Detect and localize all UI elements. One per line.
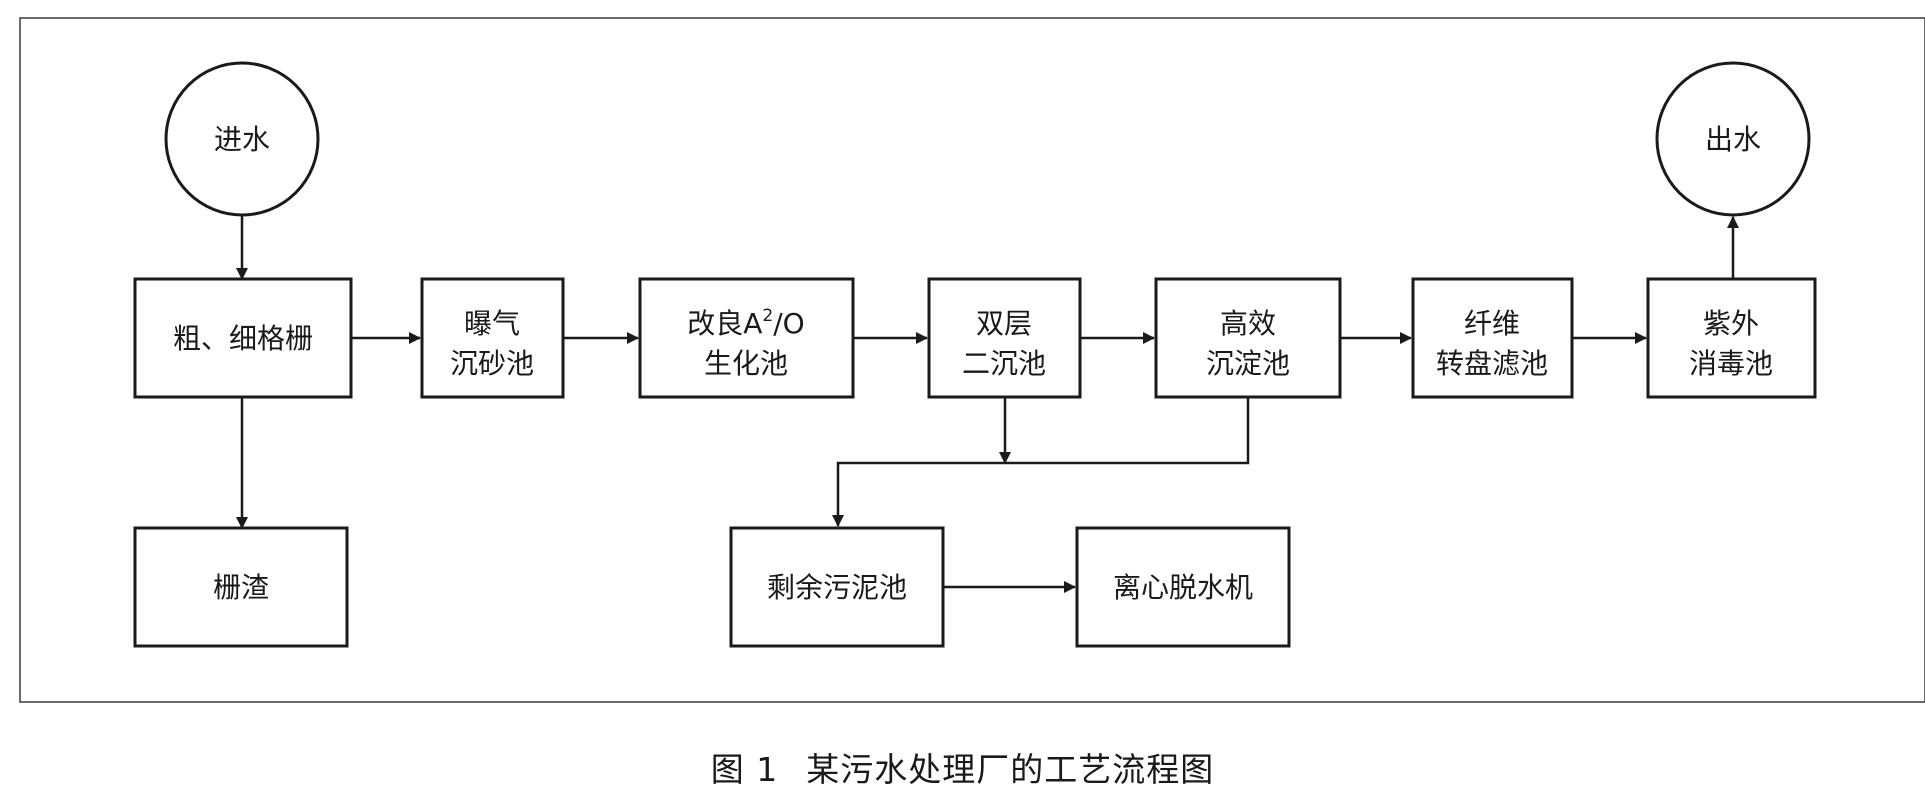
screenings-box [133, 526, 349, 648]
high-efficiency-settler-box [1154, 277, 1342, 399]
inlet-label: 进水 [214, 123, 270, 156]
disc-filter-label-line1: 纤维 [1464, 307, 1520, 340]
disc-filter-box [1411, 277, 1574, 399]
a2o-prefix: 改良A [687, 307, 762, 340]
high-efficiency-settler-label-line1: 高效 [1220, 307, 1276, 340]
figure-title: 某污水处理厂的工艺流程图 [806, 750, 1215, 789]
grit-chamber-label-line1: 曝气 [464, 307, 520, 340]
high-efficiency-settler-label-line2: 沉淀池 [1206, 347, 1290, 380]
a2o-suffix: /O [773, 307, 804, 340]
outlet-circle [1655, 61, 1811, 217]
grit-chamber-box [420, 277, 565, 399]
disc-filter-label-line2: 转盘滤池 [1436, 347, 1548, 380]
screenings-label: 栅渣 [213, 571, 269, 604]
excess-sludge-tank-box [729, 526, 945, 648]
uv-disinfection-label-line2: 消毒池 [1689, 347, 1773, 380]
uv-disinfection-box [1646, 277, 1817, 399]
a2o-bioreactor-label-line1: 改良A2/O [687, 306, 804, 340]
screen-box [133, 277, 353, 399]
a2o-superscript: 2 [762, 306, 773, 326]
edge-hrs-sludge-return [832, 397, 1250, 527]
figure-caption: 图 1 某污水处理厂的工艺流程图 [0, 743, 1925, 791]
excess-sludge-tank-label: 剩余污泥池 [767, 571, 907, 604]
edges [236, 215, 1739, 593]
centrifuge-label: 离心脱水机 [1113, 571, 1253, 604]
secondary-clarifier-box [927, 277, 1082, 399]
a2o-bioreactor-label-line2: 生化池 [704, 347, 788, 380]
inlet-circle [164, 61, 320, 217]
figure-number: 图 1 [710, 750, 779, 789]
a2o-bioreactor-box [638, 277, 855, 399]
secondary-clarifier-label-line1: 双层 [976, 307, 1032, 340]
screen-label: 粗、细格栅 [173, 322, 313, 355]
centrifuge-box [1075, 526, 1291, 648]
secondary-clarifier-label-line2: 二沉池 [962, 347, 1046, 380]
outlet-label: 出水 [1705, 123, 1761, 156]
grit-chamber-label-line2: 沉砂池 [450, 347, 534, 380]
uv-disinfection-label-line1: 紫外 [1703, 307, 1759, 340]
